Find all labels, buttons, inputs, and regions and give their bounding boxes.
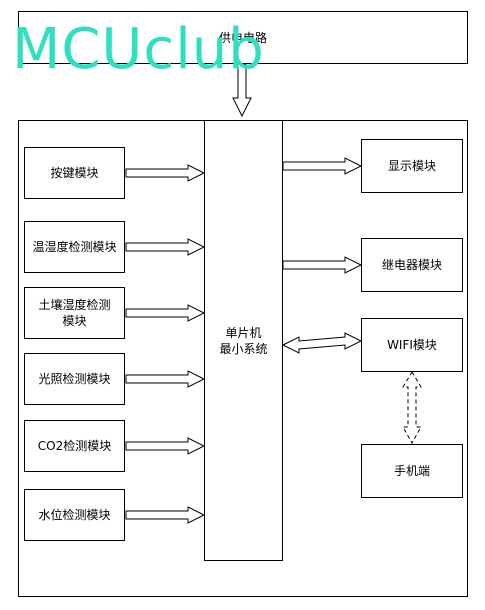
power-supply-box: 供电电路 xyxy=(18,11,468,64)
input-module-label: 光照检测模块 xyxy=(38,372,111,386)
input-module-water-level: 水位检测模块 xyxy=(24,489,125,541)
arrow-input-6 xyxy=(125,506,206,524)
arrow-mcu-wifi xyxy=(281,332,363,354)
arrow-input-5 xyxy=(125,437,206,455)
output-module-label: 继电器模块 xyxy=(381,258,442,272)
input-module-co2: CO2检测模块 xyxy=(24,420,125,472)
arrow-input-1 xyxy=(125,164,206,182)
arrow-input-4 xyxy=(125,370,206,388)
input-module-light: 光照检测模块 xyxy=(24,353,125,405)
output-module-display: 显示模块 xyxy=(361,139,463,193)
input-module-temp-humidity: 温湿度检测模块 xyxy=(24,221,125,273)
input-module-label: 水位检测模块 xyxy=(38,508,111,522)
arrow-input-2 xyxy=(125,238,206,256)
power-supply-label: 供电电路 xyxy=(218,30,267,45)
arrow-mcu-to-relay xyxy=(282,256,363,274)
mcu-box: 单片机 最小系统 xyxy=(204,120,283,561)
output-module-label: WIFI模块 xyxy=(387,338,437,352)
output-module-label: 手机端 xyxy=(393,464,430,478)
input-module-soil-moisture: 土壤湿度检测模块 xyxy=(24,287,125,339)
output-module-relay: 继电器模块 xyxy=(361,238,463,292)
input-module-label: 土壤湿度检测模块 xyxy=(38,298,111,328)
input-module-label: 按键模块 xyxy=(50,166,99,180)
output-module-label: 显示模块 xyxy=(387,159,436,173)
arrow-input-3 xyxy=(125,304,206,322)
input-module-key: 按键模块 xyxy=(24,147,125,199)
arrow-power-to-mcu xyxy=(232,63,252,118)
output-module-wifi: WIFI模块 xyxy=(361,318,463,372)
arrow-wifi-phone xyxy=(402,371,422,445)
mcu-label: 单片机 最小系统 xyxy=(219,325,268,356)
arrow-mcu-to-display xyxy=(282,157,363,175)
input-module-label: 温湿度检测模块 xyxy=(32,240,117,254)
input-module-label: CO2检测模块 xyxy=(37,439,112,453)
output-module-phone: 手机端 xyxy=(361,444,463,498)
watermark-logo: MCUclub xyxy=(12,17,265,82)
